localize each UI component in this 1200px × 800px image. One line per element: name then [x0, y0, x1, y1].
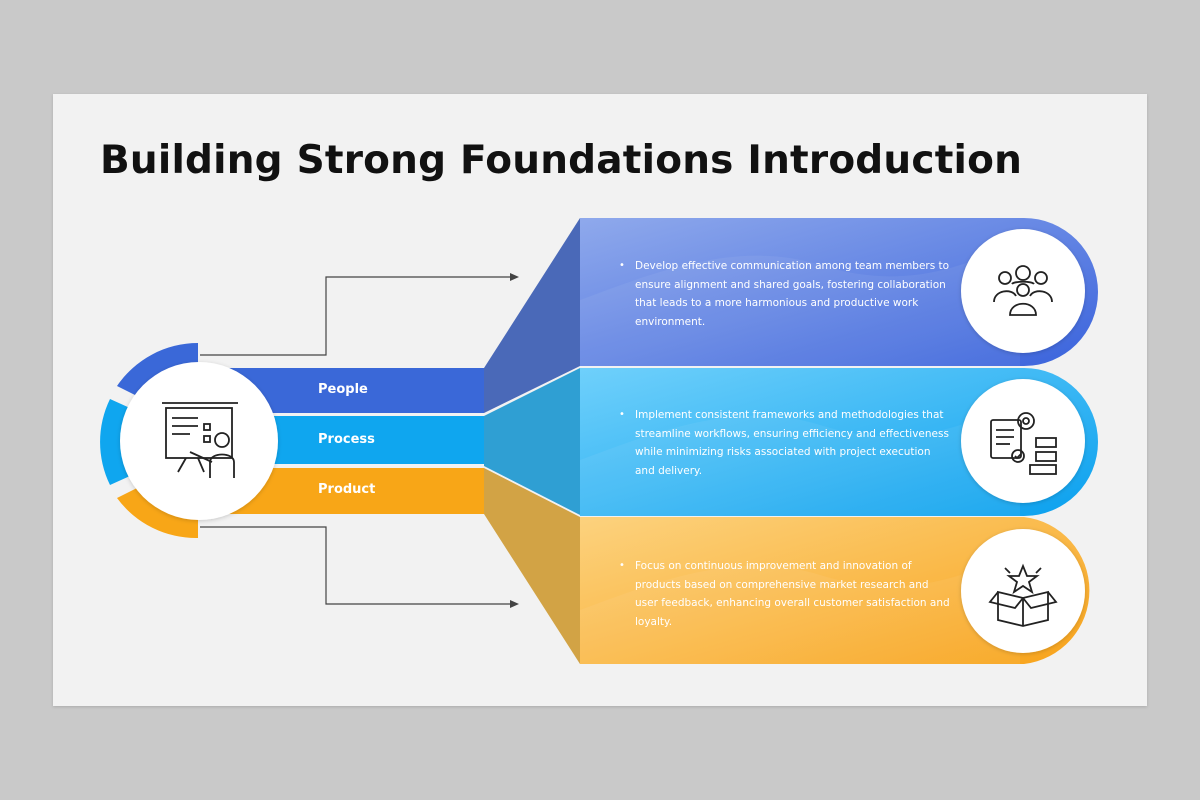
connector-top [200, 273, 519, 356]
workflow-process-icon [961, 379, 1085, 503]
card-product-bullet: Focus on continuous improvement and inno… [619, 557, 953, 631]
connector-bottom [200, 526, 519, 608]
funnel-people [484, 218, 580, 413]
presentation-board-icon [120, 362, 278, 520]
ring-arc-product [117, 482, 198, 539]
card-process-bullet: Implement consistent frameworks and meth… [619, 406, 953, 480]
funnel-process [484, 368, 580, 515]
band-label-process: Process [318, 432, 375, 447]
card-process-text: Implement consistent frameworks and meth… [619, 406, 953, 480]
funnel-product [484, 468, 580, 664]
card-people-text: Develop effective communication among te… [619, 257, 953, 331]
team-group-icon [961, 229, 1085, 353]
band-label-product: Product [318, 482, 376, 497]
card-product-text: Focus on continuous improvement and inno… [619, 557, 953, 631]
card-people-bullet: Develop effective communication among te… [619, 257, 953, 331]
ring-arc-people [117, 343, 198, 402]
page-title: Building Strong Foundations Introduction [100, 138, 1023, 183]
product-box-star-icon [961, 529, 1085, 653]
band-label-people: People [318, 382, 368, 397]
